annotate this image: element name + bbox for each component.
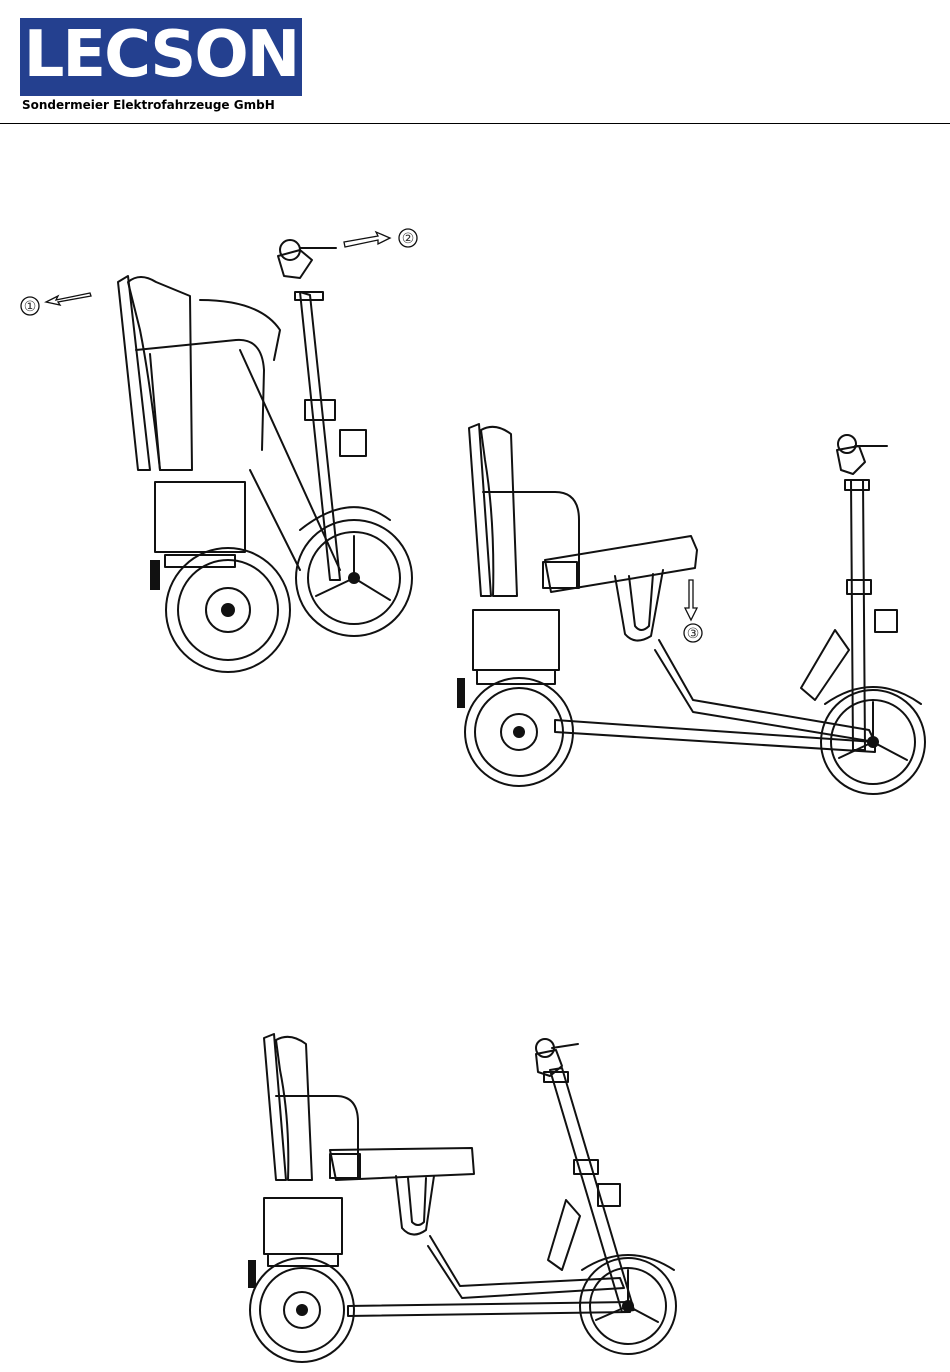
arrow-3-icon: ③ [684,580,702,642]
front-wheel-icon [580,1258,676,1354]
front-wheel-icon [821,690,925,794]
figure-folded-scooter: ① ② [0,220,440,690]
rear-wheel-icon [250,1258,354,1362]
logo-wordmark: LECSON [20,18,302,92]
logo-underline [20,92,302,96]
figure-unfolded-scooter [240,1030,690,1370]
arrow-1-icon: ① [21,293,91,315]
arrow-2-icon: ② [344,229,417,247]
header-rule [0,123,950,124]
front-wheel-icon [296,520,412,636]
lecson-logo: LECSON Sondermeier Elektrofahrzeuge GmbH [20,18,302,108]
figure-unfolding-scooter: ③ [455,420,935,800]
page-header: LECSON Sondermeier Elektrofahrzeuge GmbH [0,0,950,124]
marker-3: ③ [687,626,700,642]
company-name: Sondermeier Elektrofahrzeuge GmbH [22,98,275,112]
marker-1: ① [24,299,37,315]
marker-2: ② [402,231,415,247]
